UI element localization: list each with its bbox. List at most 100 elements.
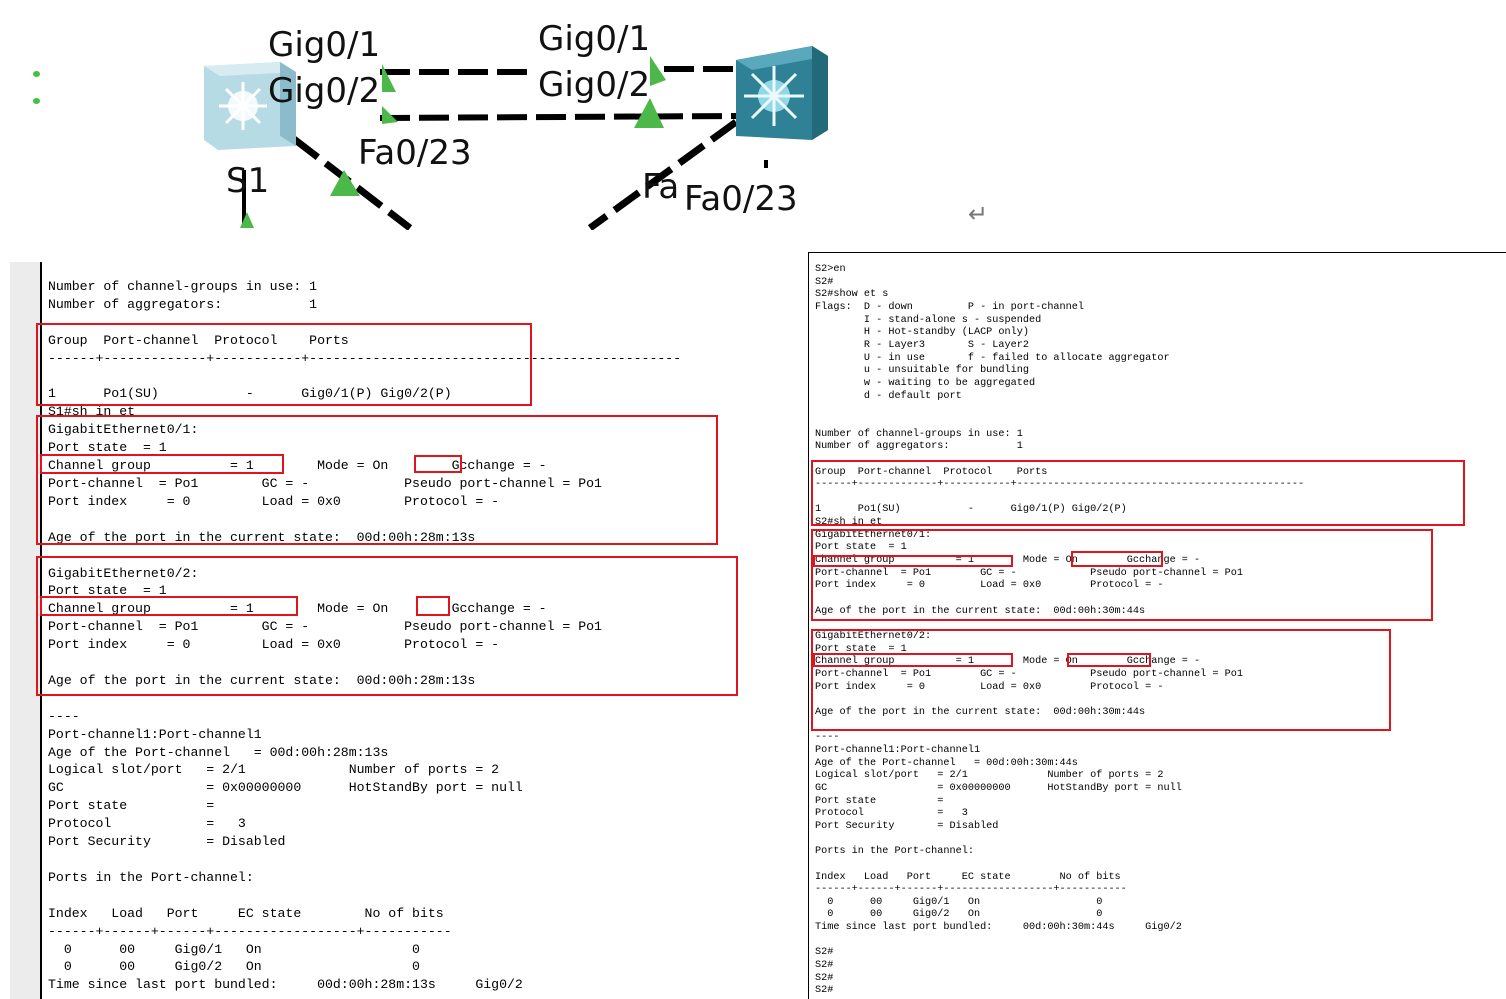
terminal-line: 1 Po1(SU) - Gig0/1(P) Gig0/2(P) [48, 386, 452, 402]
terminal-line [815, 935, 1304, 948]
label-s2-fa023: Fa0/23 [684, 179, 798, 219]
terminal-line: Port Security = Disabled [48, 834, 286, 850]
multilayer-switch-icon[interactable] [736, 46, 828, 140]
terminal-line: 1 Po1(SU) - Gig0/1(P) Gig0/2(P) [815, 504, 1127, 516]
terminal-line: Port-channel1:Port-channel1 [815, 744, 981, 756]
terminal-line: Port state = [48, 798, 215, 814]
terminal-line: Time since last port bundled: 00d:00h:30… [815, 922, 1182, 934]
terminal-line [48, 851, 681, 869]
terminal-line: Port state = 1 [48, 583, 167, 599]
status-dot-icon [33, 98, 40, 104]
terminal-line: S2# [815, 972, 834, 984]
terminal-line: Port-channel = Po1 GC = - Pseudo port-ch… [48, 475, 602, 491]
s2-cli-terminal[interactable]: S2>en S2# S2#show et s Flags: D - down P… [808, 252, 1506, 999]
terminal-line: ------+------+------+------------------+… [815, 884, 1127, 896]
terminal-line: GigabitEthernet0/1: [48, 422, 199, 438]
terminal-line: H - Hot-standby (LACP only) [815, 327, 1029, 339]
label-s1-name: S1 [226, 161, 270, 201]
terminal-line: S2#sh in et [815, 517, 883, 529]
terminal-line: Number of aggregators: 1 [815, 441, 1023, 453]
link-fa023-s2[interactable] [587, 119, 739, 230]
return-arrow-icon: ↵ [968, 200, 989, 228]
terminal-line: Port-channel = Po1 GC = - Pseudo port-ch… [815, 567, 1243, 579]
terminal-line: Number of channel-groups in use: 1 [48, 279, 318, 294]
terminal-line: Channel group = 1 Mode = On Gcchange = - [48, 458, 547, 474]
terminal-line [48, 314, 681, 332]
terminal-line [815, 834, 1304, 847]
terminal-line: Channel group = 1 Mode = On Gcchange = - [815, 656, 1201, 668]
network-topology: Gig0/1 Gig0/2 Gig0/1 Gig0/2 Fa0/23 Fa Fa… [0, 0, 1506, 230]
terminal-line: Port index = 0 Load = 0x0 Protocol = - [815, 580, 1164, 592]
terminal-line: S2# [815, 985, 834, 997]
terminal-line [815, 694, 1304, 707]
terminal-line: S2# [815, 960, 834, 972]
terminal-line: Age of the port in the current state: 00… [48, 672, 476, 688]
terminal-line [815, 492, 1304, 505]
terminal-line: Logical slot/port = 2/1 Number of ports … [815, 770, 1164, 782]
terminal-line: d - default port [815, 390, 962, 402]
terminal-gutter [10, 262, 40, 999]
terminal-line: S2#show et s [815, 289, 889, 301]
terminal-line [48, 547, 681, 565]
terminal-line: Index Load Port EC state No of bits [815, 871, 1121, 883]
terminal-line: Index Load Port EC state No of bits [48, 905, 444, 921]
terminal-line: Port index = 0 Load = 0x0 Protocol = - [48, 637, 500, 653]
topology-canvas [204, 46, 828, 230]
terminal-line: Logical slot/port = 2/1 Number of ports … [48, 762, 500, 778]
terminal-line: Port-channel1:Port-channel1 [48, 726, 262, 742]
terminal-line: Channel group = 1 Mode = On Gcchange = - [48, 601, 547, 617]
terminal-line [48, 654, 681, 672]
link-fa023-s1[interactable] [291, 136, 413, 230]
terminal-line: Ports in the Port-channel: [815, 846, 974, 858]
link-up-icon [240, 212, 254, 228]
s1-cli-terminal[interactable]: Number of channel-groups in use: 1 Numbe… [10, 262, 780, 999]
terminal-line [815, 416, 1304, 429]
label-s2-gig02: Gig0/2 [538, 65, 651, 105]
link-up-icon [382, 106, 398, 124]
terminal-line: S2>en [815, 264, 846, 275]
terminal-divider [40, 262, 42, 999]
terminal-line: Channel group = 1 Mode = On Gcchange = - [815, 555, 1201, 567]
terminal-line: Port state = 1 [48, 440, 167, 456]
terminal-line: Port-channel = Po1 GC = - Pseudo port-ch… [48, 619, 602, 635]
s2-output-lines: S2>en S2# S2#show et s Flags: D - down P… [815, 264, 1304, 998]
label-s1-gig02: Gig0/2 [268, 71, 381, 111]
terminal-line: R - Layer3 S - Layer2 [815, 339, 1029, 351]
terminal-line: Time since last port bundled: 00d:00h:28… [48, 977, 523, 993]
terminal-line [48, 368, 681, 386]
s1-output-lines: Number of channel-groups in use: 1 Numbe… [48, 278, 681, 994]
terminal-line [815, 618, 1304, 631]
terminal-line: Port-channel = Po1 GC = - Pseudo port-ch… [815, 669, 1243, 680]
terminal-line: Age of the port in the current state: 00… [48, 529, 476, 545]
label-s1-gig01: Gig0/1 [268, 25, 381, 65]
terminal-line [815, 593, 1304, 606]
terminal-line: GigabitEthernet0/2: [48, 565, 199, 581]
terminal-line: ------+-------------+-----------+-------… [815, 479, 1305, 491]
link-up-icon [330, 170, 360, 196]
terminal-line: Number of aggregators: 1 [48, 296, 318, 312]
terminal-line: GC = 0x00000000 HotStandBy port = null [48, 780, 523, 796]
terminal-line: S2# [815, 947, 834, 959]
terminal-line: u - unsuitable for bundling [815, 365, 1029, 377]
link-gig02[interactable] [379, 113, 737, 121]
terminal-line: Port index = 0 Load = 0x0 Protocol = - [48, 493, 500, 509]
terminal-line: U - in use f - failed to allocate aggreg… [815, 352, 1170, 364]
terminal-line [815, 720, 1304, 733]
terminal-line: Group Port-channel Protocol Ports [48, 332, 349, 348]
switch-icon[interactable] [204, 62, 296, 150]
link-up-icon [650, 56, 666, 86]
terminal-line: Age of the port in the current state: 00… [815, 706, 1146, 718]
terminal-line: ---- [815, 732, 840, 744]
terminal-line [815, 859, 1304, 872]
terminal-line: 0 00 Gig0/2 On 0 [48, 959, 420, 975]
terminal-line [815, 454, 1304, 467]
terminal-line: w - waiting to be aggregated [815, 377, 1036, 389]
terminal-line: Ports in the Port-channel: [48, 869, 254, 885]
terminal-line: Age of the Port-channel = 00d:00h:30m:44… [815, 757, 1078, 769]
terminal-line: ------+-------------+-----------+-------… [48, 350, 682, 366]
link-up-icon [634, 98, 664, 128]
status-dot-icon [33, 71, 40, 77]
label-s2-gig01: Gig0/1 [538, 19, 651, 59]
terminal-line: Port Security = Disabled [815, 820, 999, 832]
link-up-icon [382, 64, 396, 92]
